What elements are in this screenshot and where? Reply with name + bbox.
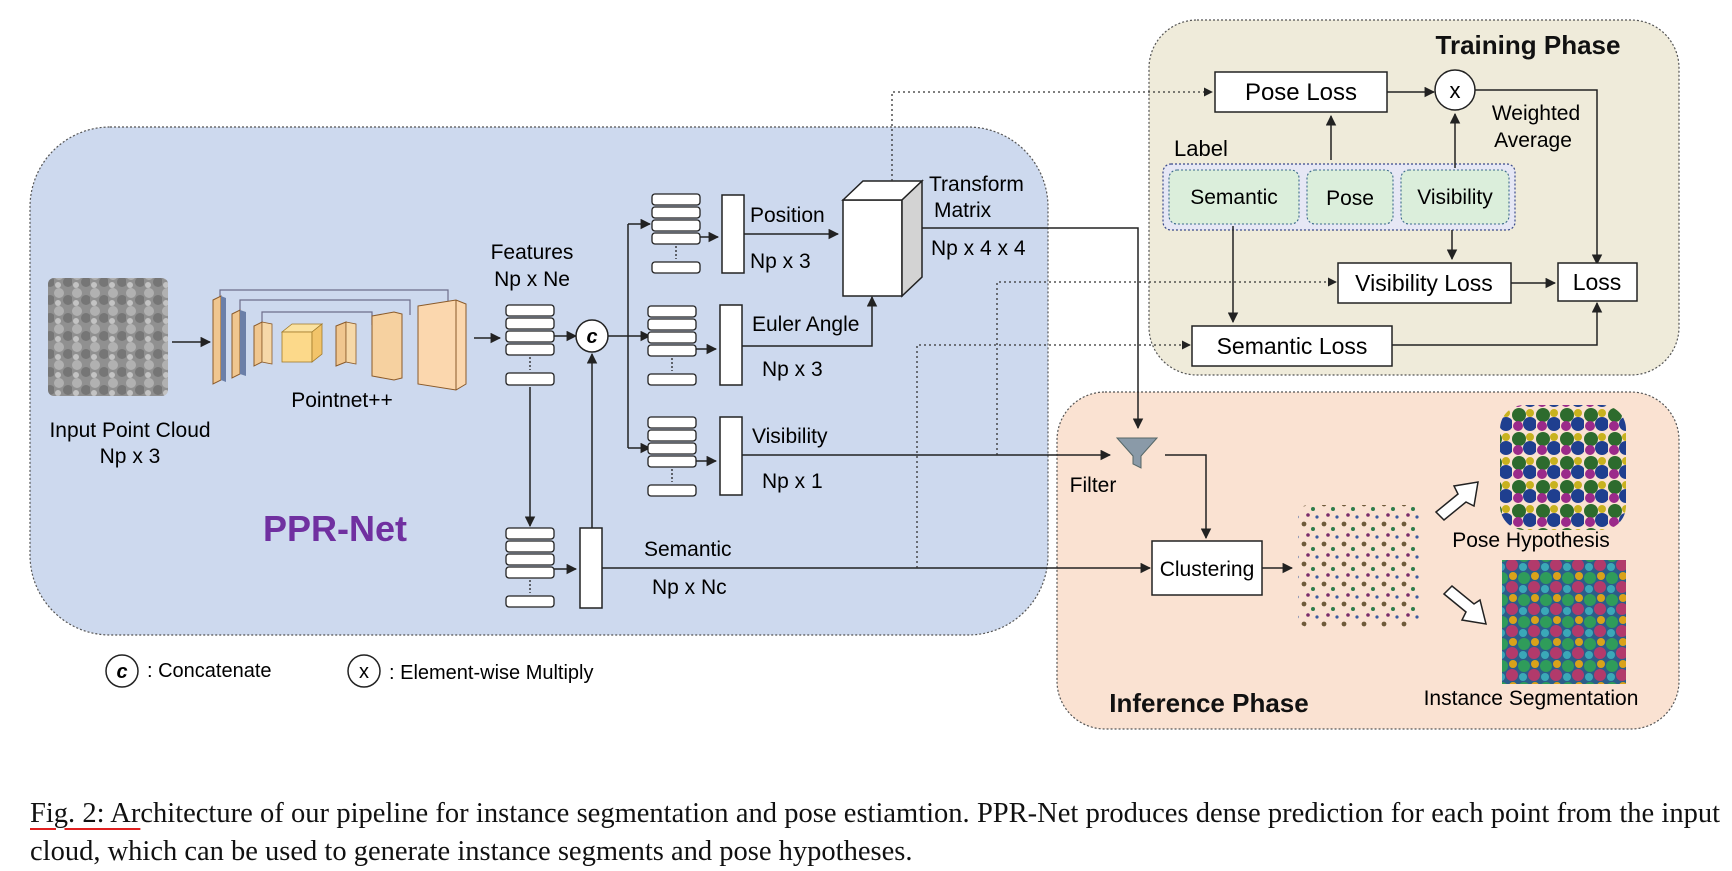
weighted-average-line1: Weighted bbox=[1492, 102, 1580, 125]
loss-label: Loss bbox=[1573, 269, 1622, 295]
arrow-euler-to-transform bbox=[742, 295, 878, 347]
label-visibility: Visibility bbox=[1417, 186, 1493, 209]
label-semantic-box bbox=[1168, 169, 1300, 225]
visibility-loss-label: Visibility Loss bbox=[1355, 270, 1493, 296]
arrow-semantic-loss-to-loss bbox=[1392, 301, 1603, 346]
semantic-feature-stack bbox=[505, 527, 555, 608]
features-shape: Np x Ne bbox=[494, 268, 570, 291]
legend-multiply-label: : Element-wise Multiply bbox=[389, 662, 594, 684]
instance-segmentation-image bbox=[1502, 560, 1626, 684]
label-group-title: Label bbox=[1174, 136, 1228, 161]
instance-segmentation-label: Instance Segmentation bbox=[1424, 687, 1639, 710]
caption-text: chitecture of our pipeline for instance … bbox=[30, 797, 1721, 867]
clustered-points-image bbox=[1298, 505, 1420, 627]
visibility-output bbox=[719, 416, 743, 496]
head-output-bars bbox=[554, 231, 720, 575]
hollow-arrow-to-instance-segmentation bbox=[1442, 584, 1488, 625]
position-feature-stack bbox=[651, 193, 701, 274]
pose-loss-box bbox=[1214, 71, 1388, 113]
legend-concat-symbol: c bbox=[116, 661, 127, 683]
pointnet-plus-plus-network bbox=[212, 289, 467, 391]
hollow-arrow-to-pose-hypothesis bbox=[1434, 481, 1479, 522]
position-label: Position bbox=[750, 204, 825, 227]
label-semantic: Semantic bbox=[1190, 186, 1278, 209]
arrow-multiply-to-loss bbox=[1475, 89, 1603, 266]
inference-phase-title: Inference Phase bbox=[1109, 688, 1308, 718]
semantic-output bbox=[579, 527, 603, 609]
concat-branch-lines bbox=[608, 218, 652, 454]
visibility-loss-box bbox=[1337, 262, 1512, 304]
arrow-transform-to-filter bbox=[922, 227, 1144, 430]
euler-shape: Np x 3 bbox=[762, 358, 823, 381]
visibility-feature-stack bbox=[647, 416, 697, 497]
transform-shape: Np x 4 x 4 bbox=[931, 237, 1026, 260]
input-point-cloud-image bbox=[48, 278, 168, 396]
caption-prefix: Fig. 2: Ar bbox=[30, 797, 141, 829]
legend-multiply-symbol: x bbox=[359, 661, 369, 683]
legend-multiply-symbol-circle bbox=[347, 654, 381, 688]
transform-matrix-cube bbox=[841, 179, 924, 298]
transform-label-line1: Transform bbox=[929, 173, 1024, 196]
visibility-shape: Np x 1 bbox=[762, 470, 823, 493]
position-shape: Np x 3 bbox=[750, 250, 811, 273]
semantic-label: Semantic bbox=[644, 538, 732, 561]
pose-hypothesis-image bbox=[1500, 405, 1626, 530]
euler-feature-stack bbox=[647, 305, 697, 386]
filter-icon bbox=[1115, 437, 1159, 469]
figure-caption: Fig. 2: Architecture of our pipeline for… bbox=[30, 795, 1720, 871]
transform-label-line2: Matrix bbox=[934, 199, 992, 222]
label-visibility-box bbox=[1400, 169, 1510, 225]
input-shape: Np x 3 bbox=[100, 445, 161, 468]
concatenate-symbol: c bbox=[586, 326, 597, 348]
label-pose-box bbox=[1306, 169, 1394, 225]
label-pose: Pose bbox=[1326, 187, 1374, 210]
legend-concat-symbol-circle bbox=[105, 654, 139, 688]
euler-label: Euler Angle bbox=[752, 313, 859, 336]
clustering-label: Clustering bbox=[1160, 558, 1255, 581]
filter-label: Filter bbox=[1070, 474, 1117, 497]
semantic-loss-box bbox=[1191, 325, 1393, 367]
arrow-filter-to-clustering bbox=[1165, 454, 1212, 540]
euler-output bbox=[719, 304, 743, 386]
training-phase-title: Training Phase bbox=[1436, 30, 1621, 60]
pprnet-title: PPR-Net bbox=[263, 508, 407, 549]
pipeline-diagram: PPR-Net Training Phase Inference Phase I… bbox=[29, 19, 1680, 730]
input-label: Input Point Cloud bbox=[49, 419, 210, 442]
visibility-label: Visibility bbox=[752, 425, 828, 448]
pointnet-label: Pointnet++ bbox=[291, 389, 393, 412]
semantic-shape: Np x Nc bbox=[652, 576, 727, 599]
features-stack bbox=[505, 304, 555, 386]
weighted-average-line2: Average bbox=[1494, 129, 1572, 152]
clustering-box bbox=[1151, 540, 1263, 596]
pose-hypothesis-label: Pose Hypothesis bbox=[1452, 529, 1610, 552]
multiply-symbol: x bbox=[1450, 78, 1461, 103]
legend-concat-label: : Concatenate bbox=[147, 660, 272, 682]
semantic-loss-label: Semantic Loss bbox=[1217, 333, 1368, 359]
arrow-semantic-to-semantic-loss bbox=[916, 340, 1191, 568]
pose-loss-label: Pose Loss bbox=[1245, 79, 1357, 106]
position-output bbox=[721, 194, 745, 274]
features-label: Features bbox=[491, 241, 574, 264]
loss-box bbox=[1557, 262, 1638, 302]
